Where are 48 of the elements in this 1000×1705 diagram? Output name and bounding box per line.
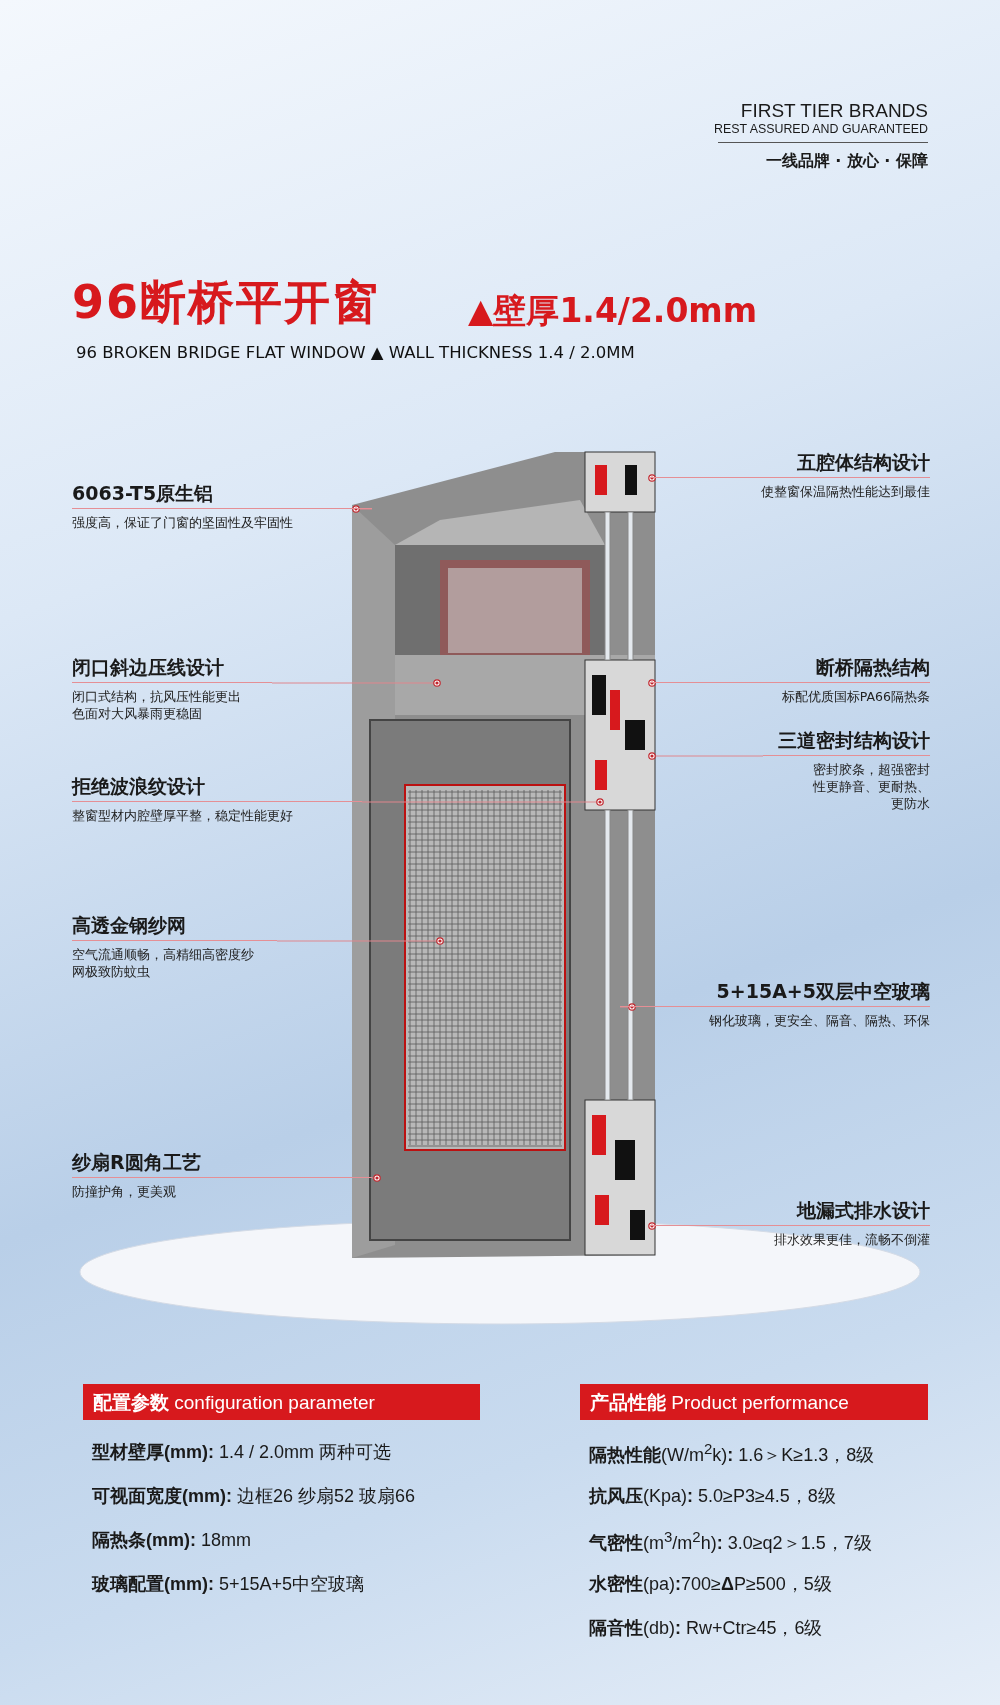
callout-heading: 闭口斜边压线设计	[72, 655, 225, 680]
callout-heading: 五腔体结构设计	[796, 450, 930, 475]
thickness-label: ▲壁厚1.4/2.0mm	[468, 290, 758, 332]
leader-line	[352, 505, 373, 513]
spec-row-text: 玻璃配置(mm): 5+15A+5中空玻璃	[92, 1573, 365, 1596]
slogan: 一线品牌 · 放心 · 保障	[765, 151, 928, 172]
spec-row: 隔热性能(W/m$^{2}$k): 1.6＞K≥1.3，8级	[589, 1440, 875, 1467]
callout-text: 强度高，保证了门窗的坚固性及牢固性	[72, 514, 294, 531]
spec-row: 气密性(m$^{3}$/m$^{2}$h): 3.0≥q2＞1.5，7级	[589, 1528, 872, 1555]
window-cutaway-drawing	[352, 451, 656, 1258]
spec-row-text: 隔热条(mm): 18mm	[92, 1529, 251, 1552]
callout-text: 钢化玻璃，更安全、隔音、隔热、环保	[708, 1012, 930, 1029]
callout-heading: 断桥隔热结构	[815, 655, 930, 680]
callout-heading: 三道密封结构设计	[777, 728, 930, 753]
callout-text: 标配优质国标PA66隔热条	[780, 688, 930, 705]
callout-heading: 6063-T5原生铝	[72, 481, 215, 506]
spec-row-text: 型材壁厚(mm): 1.4 / 2.0mm 两种可选	[92, 1441, 392, 1464]
leader-line	[648, 679, 656, 687]
leader-line	[648, 1222, 656, 1230]
subtitle: 96 BROKEN BRIDGE FLAT WINDOW ▲ WALL THICKNESS 1.4 / 2.0MM	[76, 343, 635, 362]
callout-text: 防撞护角，更美观	[72, 1183, 177, 1200]
leader-line	[619, 1003, 636, 1011]
callout-heading: 高透金钢纱网	[72, 913, 187, 938]
spec-row-text: 可视面宽度(mm): 边框26 纱扇52 玻扇66	[92, 1485, 416, 1508]
title: 96断桥平开窗	[72, 274, 380, 331]
callout-heading: 拒绝波浪纹设计	[72, 774, 206, 799]
callout-text: 整窗型材内腔壁厚平整，稳定性能更好	[72, 807, 294, 824]
leader-line	[648, 752, 764, 760]
leader-line	[271, 679, 441, 687]
slogan: FIRST TIER BRANDS	[740, 100, 928, 122]
leader-line	[276, 937, 444, 945]
leader-line	[361, 798, 604, 806]
leader-line	[371, 1174, 381, 1182]
callout-heading: 地漏式排水设计	[795, 1198, 930, 1223]
callout-heading: 5+15A+5双层中空玻璃	[715, 979, 930, 1004]
callout-text: 使整窗保温隔热性能达到最佳	[760, 483, 930, 500]
callout-heading: 纱扇R圆角工艺	[72, 1150, 202, 1175]
spec-row-text: 隔音性(db): Rw+Ctr≥45，6级	[589, 1617, 823, 1640]
callout-text: 闭口式结构，抗风压性能更出色面对大风暴雨更稳固	[72, 688, 242, 722]
spec-row-text: 抗风压(Kpa): 5.0≥P3≥4.5，8级	[589, 1485, 836, 1508]
callout-text: 排水效果更佳，流畅不倒灌	[773, 1231, 930, 1248]
slogan-subline: REST ASSURED AND GUARANTEED	[714, 122, 928, 136]
callout-text: 空气流通顺畅，高精细高密度纱网极致防蚊虫	[72, 946, 255, 980]
section-header-bar: 配置参数 configuration parameter	[83, 1384, 480, 1420]
leader-line	[648, 474, 656, 482]
callout-text: 密封胶条，超强密封性更静音、更耐热、更防水	[812, 761, 930, 812]
spec-row-text: 水密性(pa):700≥ΔP≥500，5级	[589, 1573, 832, 1596]
section-header-bar: 产品性能 Product performance	[580, 1384, 928, 1420]
